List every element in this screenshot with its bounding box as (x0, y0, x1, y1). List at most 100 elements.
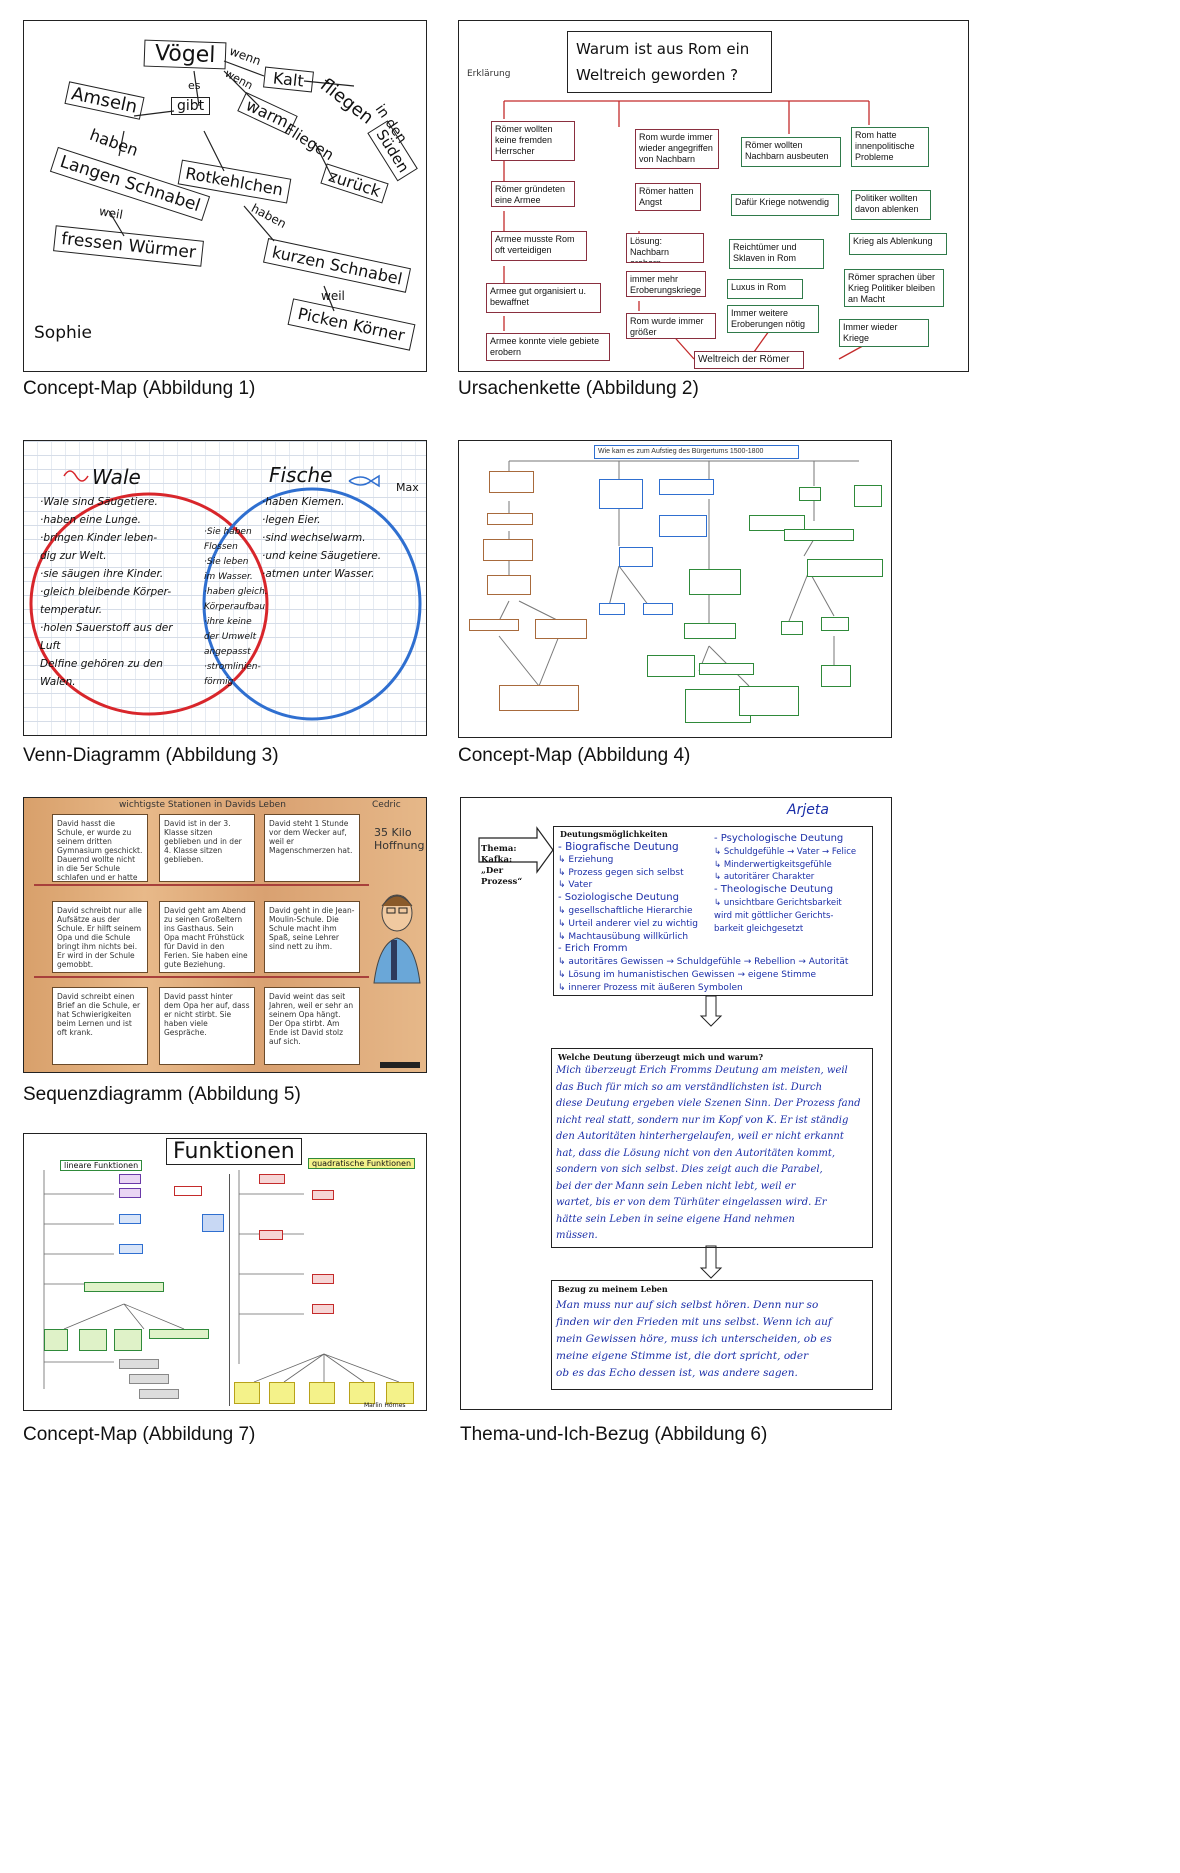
caption-figure-3: Venn-Diagramm (Abbildung 3) (23, 745, 279, 766)
fig7-node (84, 1282, 164, 1292)
venn-left-item: Luft (40, 640, 61, 652)
venn-middle-item: im Wasser. (204, 572, 253, 582)
venn-left-item: dig zur Welt. (40, 550, 107, 562)
venn-right-item: ·sind wechselwarm. (262, 532, 366, 544)
venn-left-item: ·sie säugen ihre Kinder. (40, 568, 164, 580)
fig7-node (269, 1382, 295, 1404)
venn-right-items: ·haben Kiemen. ·legen Eier. ·sind wechse… (262, 493, 412, 583)
interpretation-line: ↳ autoritärer Charakter (714, 872, 815, 883)
caption-figure-4: Concept-Map (Abbildung 4) (458, 745, 691, 766)
fig7-author: Marlin Hörnes (364, 1402, 406, 1409)
venn-middle-items: ·Sie haben Flossen ·Sie leben im Wasser.… (204, 525, 274, 690)
venn-middle-item: ·Sie leben (204, 557, 249, 567)
fig4-node (781, 621, 803, 635)
conviction-box: Welche Deutung überzeugt mich und warum?… (551, 1048, 873, 1248)
interpretation-line: - Psychologische Deutung (714, 833, 844, 844)
theme-title: „Der Prozess“ (481, 866, 523, 887)
fig4-node (619, 547, 653, 567)
seq-cell: David geht am Abend zu seinen Großeltern… (159, 901, 255, 973)
word-voegel: Vögel (143, 39, 227, 70)
relevance-title: Bezug zu meinem Leben (558, 1284, 668, 1294)
ursache-4-3: Krieg als Ablenkung (849, 233, 947, 255)
relevance-line: meine eigene Stimme ist, die dort sprich… (556, 1350, 809, 1362)
conviction-title: Welche Deutung überzeugt mich und warum? (558, 1052, 764, 1062)
venn-right-item: ·atmen unter Wasser. (262, 568, 375, 580)
venn-right-item: ·legen Eier. (262, 514, 321, 526)
figure-2-panel: Warum ist aus Rom ein Weltreich geworden… (458, 20, 969, 372)
interpretation-line: ↳ Schuldgefühle → Vater → Felice (714, 846, 857, 857)
fig7-node (139, 1389, 179, 1399)
fig7-node (312, 1274, 334, 1284)
interpretation-line: ↳ gesellschaftliche Hierarchie (558, 905, 693, 916)
interpretations-box: Deutungsmöglichkeiten - Biografische Deu… (553, 826, 873, 996)
fig7-node (114, 1329, 142, 1351)
fig7-node (259, 1174, 285, 1184)
seq-cell: David schreibt nur alle Aufsätze aus der… (52, 901, 148, 973)
fig7-node (79, 1329, 107, 1351)
relevance-line: Man muss nur auf sich selbst hören. Denn… (556, 1299, 819, 1311)
fig4-node (487, 513, 533, 525)
interpretations-right: - Psychologische Deutung ↳ Schuldgefühle… (714, 833, 870, 936)
ursache-2-2: Römer hatten Angst (635, 183, 701, 211)
venn-left-item: temperatur. (40, 604, 103, 616)
fig4-node (535, 619, 587, 639)
fig4-node (699, 663, 754, 675)
conviction-line: den Autoritäten hinterhergelaufen, weil … (556, 1131, 844, 1142)
theme-author: Kafka: (481, 855, 513, 865)
fig4-node (659, 479, 714, 495)
venn-middle-item: ·Sie haben (204, 527, 252, 537)
fig7-title: Funktionen (166, 1138, 302, 1165)
fig7-node (119, 1188, 141, 1198)
venn-middle-item: der Umwelt (204, 632, 257, 642)
interpretation-line: ↳ unsichtbare Gerichtsbarkeit (714, 897, 842, 908)
word-weil-2: weil (321, 289, 345, 303)
conviction-line: das Buch für mich so am verständlichsten… (556, 1081, 823, 1093)
fig4-node (684, 623, 736, 639)
fig4-node (784, 529, 854, 541)
ursache-4-1: Rom hatte innenpolitische Probleme (851, 127, 929, 167)
fig4-node (807, 559, 883, 577)
fig4-title: Wie kam es zum Aufstieg des Bürgertums 1… (594, 445, 799, 459)
fig7-node (259, 1230, 283, 1240)
word-gibt: gibt (171, 97, 211, 115)
theme-label: Thema: (481, 844, 517, 854)
ursache-2-5: Rom wurde immer größer (626, 313, 716, 339)
caption-figure-5: Sequenzdiagramm (Abbildung 5) (23, 1084, 301, 1105)
interpretation-line: ↳ Lösung im humanistischen Gewissen → ei… (558, 969, 817, 980)
venn-middle-item: förmig (204, 677, 234, 687)
caption-figure-2: Ursachenkette (Abbildung 2) (458, 378, 699, 399)
seq-cell: David hasst die Schule, er wurde zu sein… (52, 814, 148, 882)
fig7-node (312, 1304, 334, 1314)
fig7-node (149, 1329, 209, 1339)
ursachen-arrows (503, 100, 880, 360)
ursache-1-5: Armee konnte viele gebiete erobern (486, 333, 610, 361)
seq-author: Cedric (372, 800, 401, 810)
conviction-line: nicht real statt, sondern nur im Kopf vo… (556, 1114, 849, 1126)
relevance-text: Man muss nur auf sich selbst hören. Denn… (556, 1297, 868, 1382)
caption-figure-1: Concept-Map (Abbildung 1) (23, 378, 256, 399)
seq-cell: David schreibt einen Brief an die Schule… (52, 987, 148, 1065)
ursache-2-1: Rom wurde immer wieder angegriffen von N… (635, 129, 719, 169)
interpretation-line: ↳ Vater (558, 880, 593, 891)
relevance-box: Bezug zu meinem Leben Man muss nur auf s… (551, 1280, 873, 1390)
interpretation-line: ↳ Machtausübung willkürlich (558, 931, 689, 942)
fig4-node (739, 686, 799, 716)
conviction-line: diese Deutung ergeben viele Szenen Sinn.… (556, 1098, 861, 1109)
fig4-node (599, 479, 643, 509)
figure-3-panel: Wale Fische Max ·Wale sind Säugetiere. ·… (23, 440, 427, 736)
interpretation-line: - Erich Fromm (558, 943, 628, 955)
conviction-line: Mich überzeugt Erich Fromms Deutung am m… (556, 1065, 848, 1076)
interpretation-line: - Theologische Deutung (714, 884, 834, 896)
interpretation-line: ↳ autoritäres Gewissen → Schuldgefühle →… (558, 957, 849, 968)
venn-middle-item: ·stromlinien- (204, 662, 261, 672)
conviction-text: Mich überzeugt Erich Fromms Deutung am m… (556, 1063, 868, 1245)
ursache-2-4: immer mehr Eroberungskriege (626, 271, 706, 297)
venn-left-item: ·gleich bleibende Körper- (40, 586, 172, 598)
fig7-node (119, 1174, 141, 1184)
fig4-node (689, 569, 741, 595)
fig4-node (821, 665, 851, 687)
ursache-3-3: Reichtümer und Sklaven in Rom (729, 239, 824, 269)
fig4-node (643, 603, 673, 615)
conviction-line: hat, dass die Lösung nicht von den Autor… (556, 1147, 836, 1159)
fig7-node (119, 1359, 159, 1369)
